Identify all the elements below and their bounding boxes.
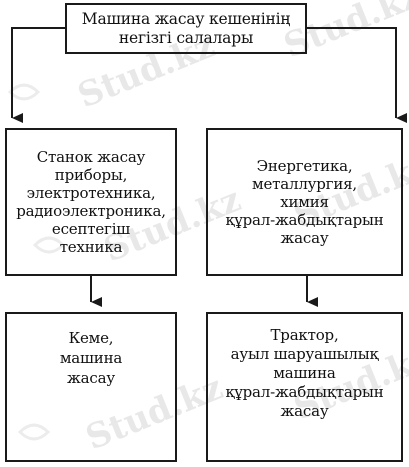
node-right-label: Энергетика, металлургия, химия құрал-жаб… — [225, 157, 384, 247]
root-node-main-branches: Машина жасау кешенінің негізгі салалары — [65, 3, 307, 54]
node-ship-machine-building: Кеме, машина жасау — [5, 312, 177, 462]
node-energy-metallurgy-chemistry: Энергетика, металлургия, химия құрал-жаб… — [206, 128, 403, 276]
node-machine-tools-electronics: Станок жасау приборы, электротехника, ра… — [5, 128, 177, 276]
node-left-label: Станок жасау приборы, электротехника, ра… — [16, 148, 166, 256]
root-node-label: Машина жасау кешенінің негізгі салалары — [81, 9, 291, 47]
node-left-bottom-label: Кеме, машина жасау — [59, 329, 123, 387]
node-right-bottom-label: Трактор, ауыл шаруашылық машина құрал-жа… — [225, 326, 384, 420]
node-tractor-agricultural: Трактор, ауыл шаруашылық машина құрал-жа… — [206, 312, 403, 462]
